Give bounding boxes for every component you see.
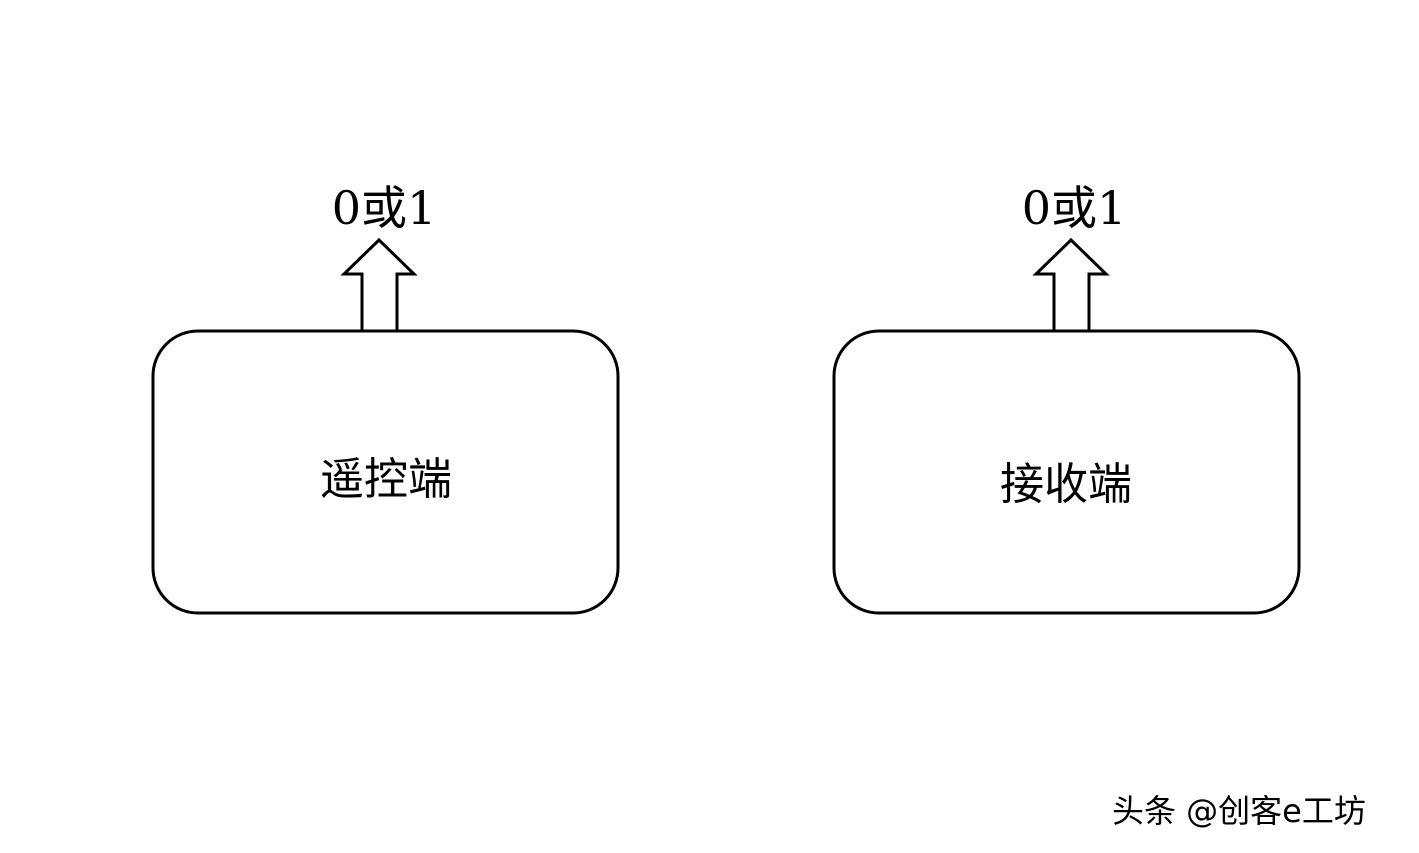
receiver-output-arrow — [1032, 237, 1110, 333]
remote-box — [151, 329, 620, 615]
remote-output-label: 0或1 — [332, 181, 437, 235]
remote-node: 0或1 遥控端 — [151, 181, 620, 615]
receiver-node: 0或1 接收端 — [832, 181, 1301, 615]
remote-output-arrow — [340, 237, 418, 333]
watermark: 头条 @创客e工坊 — [1112, 792, 1366, 830]
receiver-label: 接收端 — [1000, 459, 1132, 510]
receiver-output-label: 0或1 — [1022, 181, 1127, 235]
receiver-box — [832, 329, 1301, 615]
remote-label: 遥控端 — [320, 454, 452, 505]
